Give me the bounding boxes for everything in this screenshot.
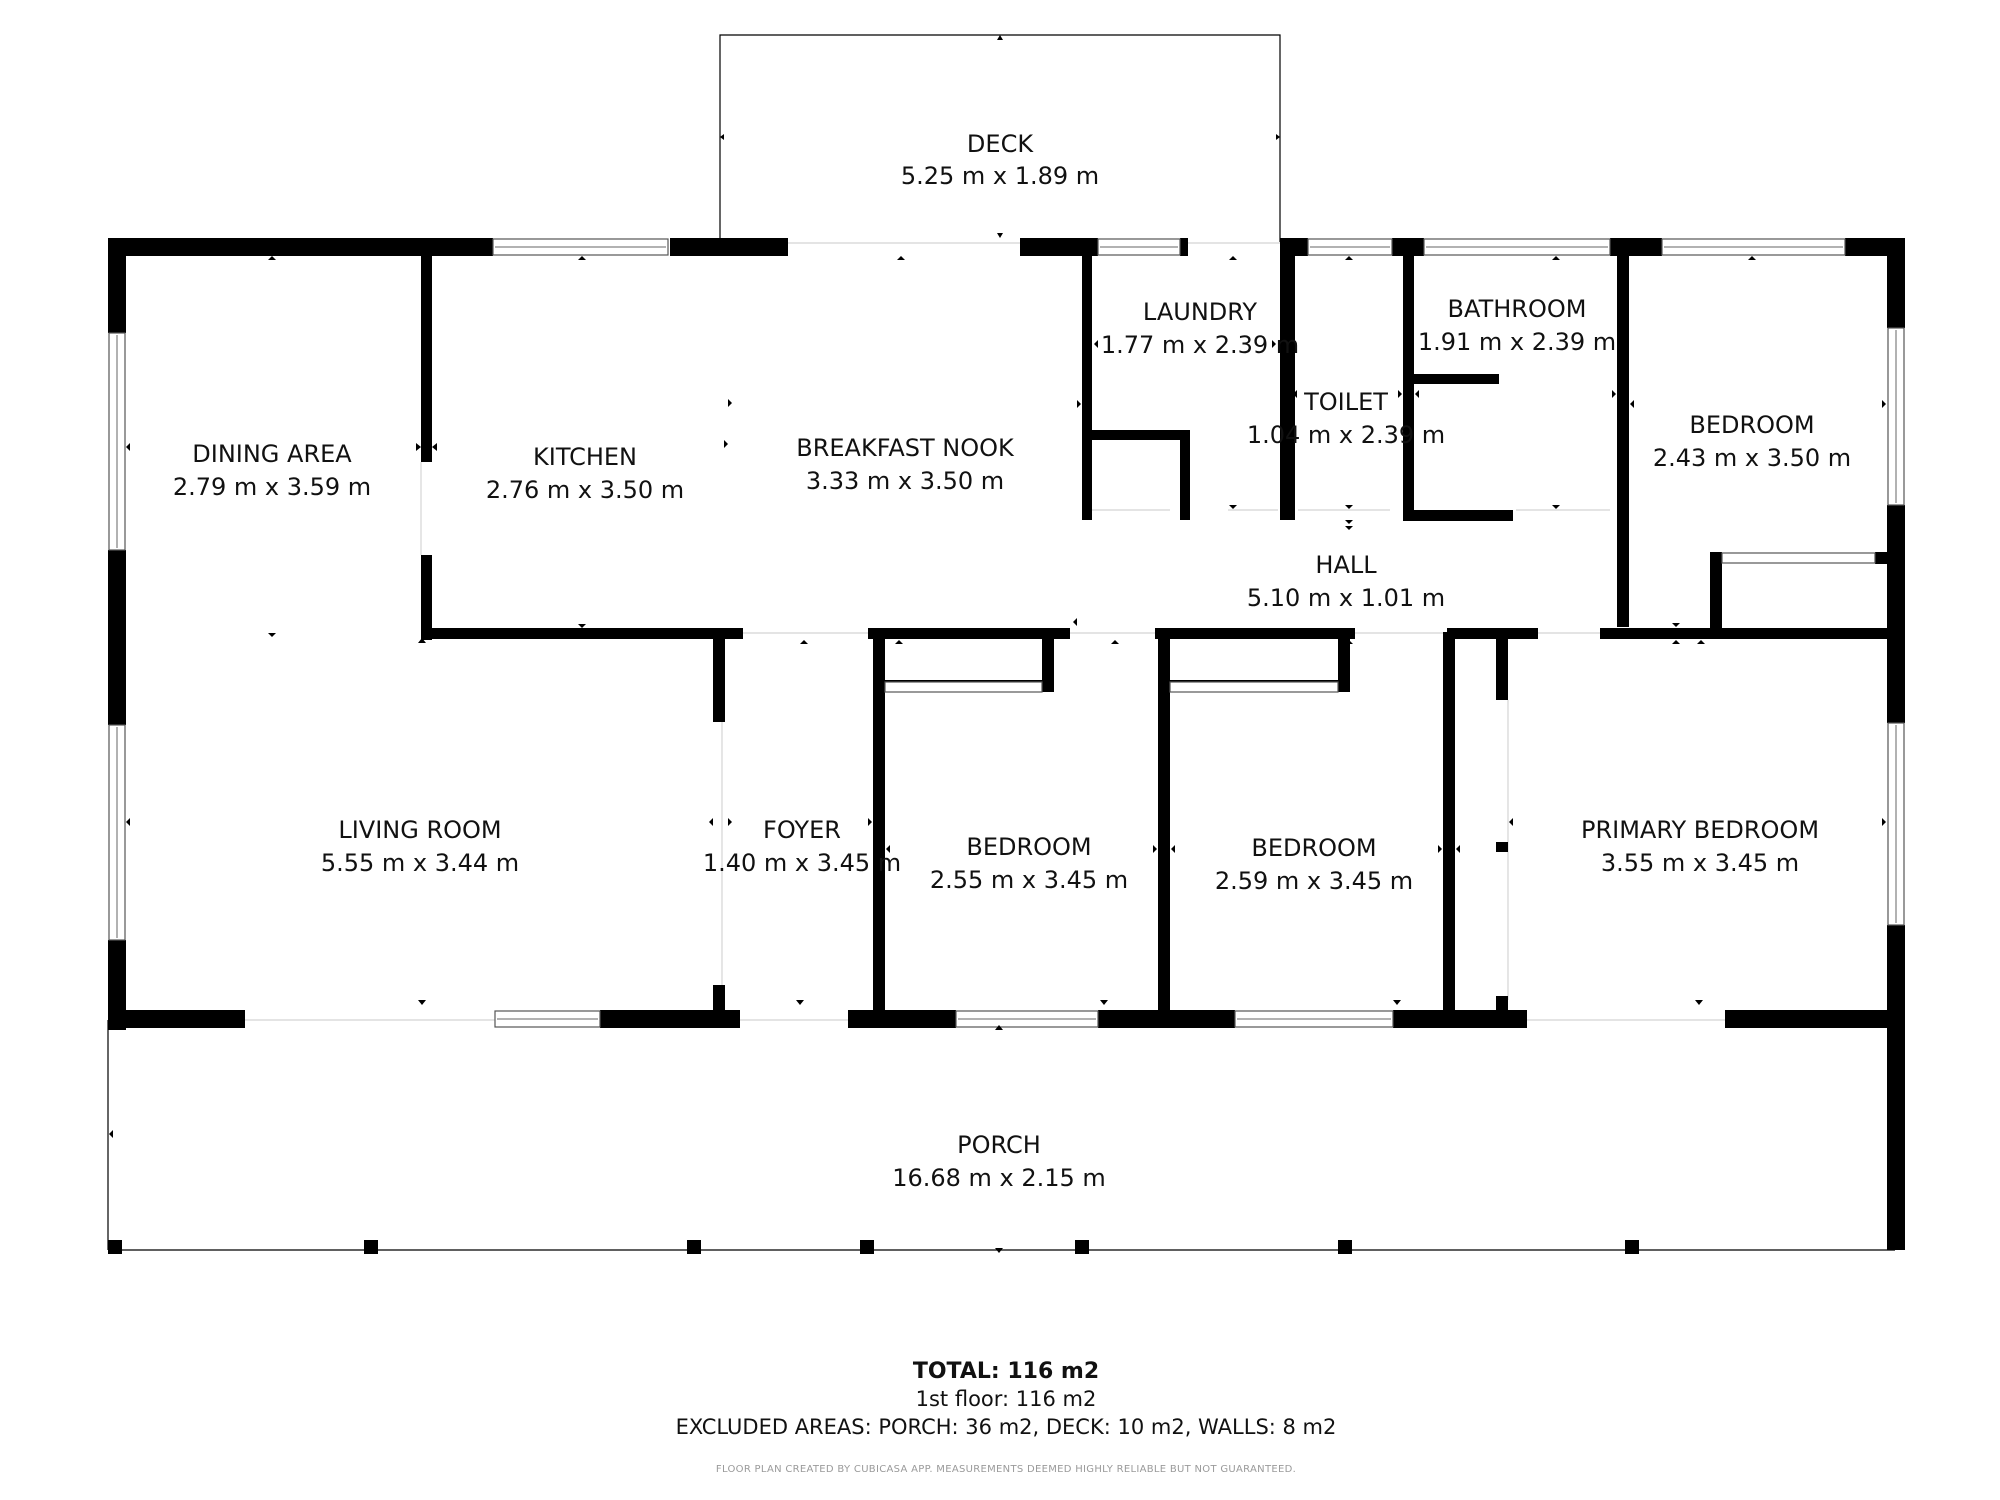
room-name: DINING AREA — [192, 440, 352, 468]
room-laundry: LAUNDRY 1.77 m x 2.39 m — [1101, 298, 1299, 359]
room-dimensions: 3.55 m x 3.45 m — [1601, 849, 1799, 877]
room-name: LIVING ROOM — [338, 816, 501, 844]
room-name: BREAKFAST NOOK — [796, 434, 1015, 462]
room-bedroom-northeast: BEDROOM 2.43 m x 3.50 m — [1653, 411, 1851, 472]
room-foyer: FOYER 1.40 m x 3.45 m — [703, 816, 901, 877]
exterior-walls — [108, 238, 1905, 1250]
room-name: LAUNDRY — [1143, 298, 1257, 326]
room-dimensions: 16.68 m x 2.15 m — [892, 1164, 1106, 1192]
measurement-ticks — [109, 35, 1891, 1253]
excluded-areas: EXCLUDED AREAS: PORCH: 36 m2, DECK: 10 m… — [676, 1415, 1337, 1439]
room-living-room: LIVING ROOM 5.55 m x 3.44 m — [321, 816, 519, 877]
room-dimensions: 5.55 m x 3.44 m — [321, 849, 519, 877]
total-area: TOTAL: 116 m2 — [913, 1359, 1099, 1384]
room-name: BATHROOM — [1448, 295, 1587, 323]
room-name: BEDROOM — [1251, 834, 1376, 862]
room-porch: PORCH 16.68 m x 2.15 m — [892, 1131, 1106, 1192]
room-name: PRIMARY BEDROOM — [1581, 816, 1819, 844]
room-name: BEDROOM — [1689, 411, 1814, 439]
disclaimer-note: FLOOR PLAN CREATED BY CUBICASA APP. MEAS… — [716, 1464, 1296, 1475]
room-dimensions: 2.76 m x 3.50 m — [486, 476, 684, 504]
room-dimensions: 3.33 m x 3.50 m — [806, 467, 1004, 495]
room-name: PORCH — [957, 1131, 1041, 1159]
room-dimensions: 1.91 m x 2.39 m — [1418, 328, 1616, 356]
area-summary: TOTAL: 116 m2 1st floor: 116 m2 EXCLUDED… — [676, 1359, 1337, 1475]
room-name: HALL — [1315, 551, 1377, 579]
room-dimensions: 2.43 m x 3.50 m — [1653, 444, 1851, 472]
room-dimensions: 5.25 m x 1.89 m — [901, 162, 1099, 190]
room-dimensions: 2.59 m x 3.45 m — [1215, 867, 1413, 895]
room-name: TOILET — [1303, 388, 1388, 416]
room-dimensions: 2.55 m x 3.45 m — [930, 866, 1128, 894]
room-dimensions: 1.40 m x 3.45 m — [703, 849, 901, 877]
room-kitchen: KITCHEN 2.76 m x 3.50 m — [486, 443, 684, 504]
room-breakfast-nook: BREAKFAST NOOK 3.33 m x 3.50 m — [796, 434, 1015, 495]
room-dining-area: DINING AREA 2.79 m x 3.59 m — [173, 440, 371, 501]
porch-outline — [107, 1020, 1895, 1251]
room-hall: HALL 5.10 m x 1.01 m — [1247, 551, 1445, 612]
windows — [108, 238, 1905, 1028]
room-deck: DECK 5.25 m x 1.89 m — [901, 130, 1099, 190]
room-bathroom: BATHROOM 1.91 m x 2.39 m — [1418, 295, 1616, 356]
room-name: KITCHEN — [533, 443, 637, 471]
room-name: FOYER — [763, 816, 841, 844]
porch-posts — [108, 1240, 1639, 1254]
openings — [245, 242, 1895, 1021]
floor-area: 1st floor: 116 m2 — [916, 1387, 1097, 1411]
room-dimensions: 2.79 m x 3.59 m — [173, 473, 371, 501]
room-dimensions: 5.10 m x 1.01 m — [1247, 584, 1445, 612]
interior-walls — [421, 252, 1895, 1020]
room-name: BEDROOM — [966, 833, 1091, 861]
room-name: DECK — [967, 130, 1034, 158]
room-bedroom-3: BEDROOM 2.59 m x 3.45 m — [1215, 834, 1413, 895]
room-dimensions: 1.77 m x 2.39 m — [1101, 331, 1299, 359]
room-primary-bedroom: PRIMARY BEDROOM 3.55 m x 3.45 m — [1581, 816, 1819, 877]
room-bedroom-2: BEDROOM 2.55 m x 3.45 m — [930, 833, 1128, 894]
room-dimensions: 1.04 m x 2.39 m — [1247, 421, 1445, 449]
room-toilet: TOILET 1.04 m x 2.39 m — [1247, 388, 1445, 449]
